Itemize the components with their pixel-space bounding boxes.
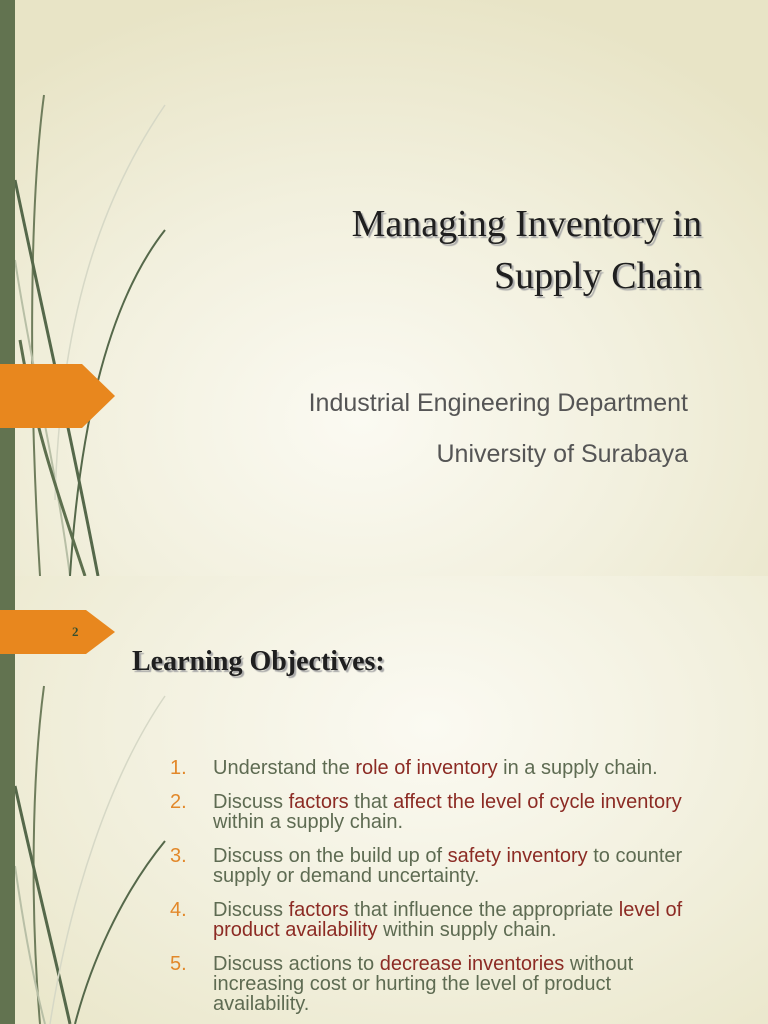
item-number: 1. xyxy=(170,757,187,779)
item-text: that influence the appropriate xyxy=(348,899,619,921)
item-highlight: safety inventory xyxy=(447,845,588,867)
list-item: 3. Discuss on the build up of safety inv… xyxy=(170,846,710,886)
item-number: 5. xyxy=(170,953,187,975)
item-number: 2. xyxy=(170,791,187,813)
slide-2: 2 Learning Objectives: 1. Understand the… xyxy=(0,576,768,1024)
title-line-1: Managing Inventory in xyxy=(351,203,702,245)
item-text: within supply chain. xyxy=(377,919,557,941)
slide-title: Learning Objectives: xyxy=(132,646,385,677)
sidebar-bar xyxy=(0,0,15,576)
list-item: 4. Discuss factors that influence the ap… xyxy=(170,900,710,940)
subtitle-university: University of Surabaya xyxy=(436,440,688,468)
slide-number: 2 xyxy=(72,624,79,639)
item-text: Discuss actions to xyxy=(213,953,380,975)
slide-1: Managing Inventory in Supply Chain Indus… xyxy=(0,0,768,576)
item-text: Discuss xyxy=(213,791,289,813)
grass-decoration-icon xyxy=(13,94,166,576)
item-text: Discuss on the build up of xyxy=(213,845,448,867)
item-highlight: decrease inventories xyxy=(379,953,565,975)
title-line-2: Supply Chain xyxy=(494,255,702,297)
list-item: 5. Discuss actions to decrease inventori… xyxy=(170,954,710,1014)
subtitle-department: Industrial Engineering Department xyxy=(308,389,688,417)
list-item: 2. Discuss factors that affect the level… xyxy=(170,792,710,832)
item-text: without increasing cost or hurting the l… xyxy=(213,953,634,1015)
item-text: within a supply chain. xyxy=(213,811,404,833)
item-highlight: role of inventory xyxy=(355,757,498,779)
list-item: 1. Understand the role of inventory in a… xyxy=(170,758,710,778)
item-highlight: level of product availability xyxy=(213,899,683,941)
item-highlight: factors xyxy=(288,791,349,813)
item-number: 3. xyxy=(170,845,187,867)
item-text: in a supply chain. xyxy=(497,757,658,779)
item-number: 4. xyxy=(170,899,187,921)
objectives-list: 1. Understand the role of inventory in a… xyxy=(170,758,710,1024)
item-text: to counter supply or demand uncertainty. xyxy=(213,845,683,887)
item-text: Understand the xyxy=(213,757,356,779)
sidebar-bar xyxy=(0,576,15,1024)
item-text: Discuss xyxy=(213,899,289,921)
item-highlight: affect the level of cycle inventory xyxy=(393,791,682,813)
grass-decoration-icon xyxy=(13,685,166,1024)
slide-title: Managing Inventory in Supply Chain xyxy=(352,198,702,302)
item-text: that xyxy=(348,791,394,813)
item-highlight: factors xyxy=(288,899,349,921)
